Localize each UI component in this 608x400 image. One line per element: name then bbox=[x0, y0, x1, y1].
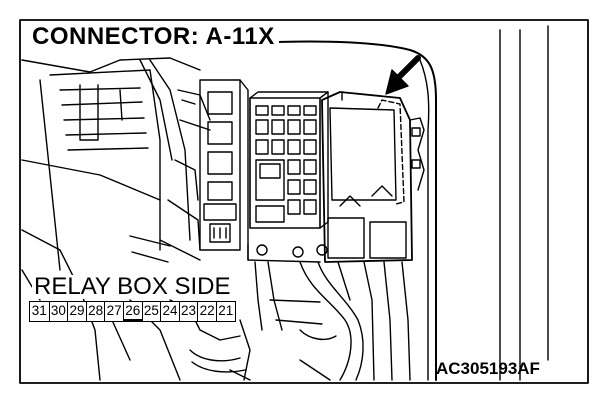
pin-cell-29: 29 bbox=[67, 302, 86, 321]
pin-cell-23: 23 bbox=[178, 302, 198, 321]
relay-box-side-label: RELAY BOX SIDE bbox=[32, 273, 233, 300]
pin-cell-25: 25 bbox=[141, 302, 161, 321]
pin-cell-21: 21 bbox=[215, 302, 235, 321]
pin-cell-26: 26 bbox=[122, 302, 142, 321]
figure-code: AC305193AF bbox=[436, 359, 540, 378]
pin-cell-22: 22 bbox=[197, 302, 216, 321]
figure-frame bbox=[19, 19, 589, 384]
pin-cell-28: 28 bbox=[85, 302, 105, 321]
pin-cell-31: 31 bbox=[31, 303, 47, 318]
connector-title: CONNECTOR: A-11X bbox=[31, 24, 279, 50]
pin-cell-24: 24 bbox=[160, 302, 179, 321]
pin-cell-30: 30 bbox=[48, 302, 68, 321]
pin-cell-27: 27 bbox=[104, 302, 123, 321]
